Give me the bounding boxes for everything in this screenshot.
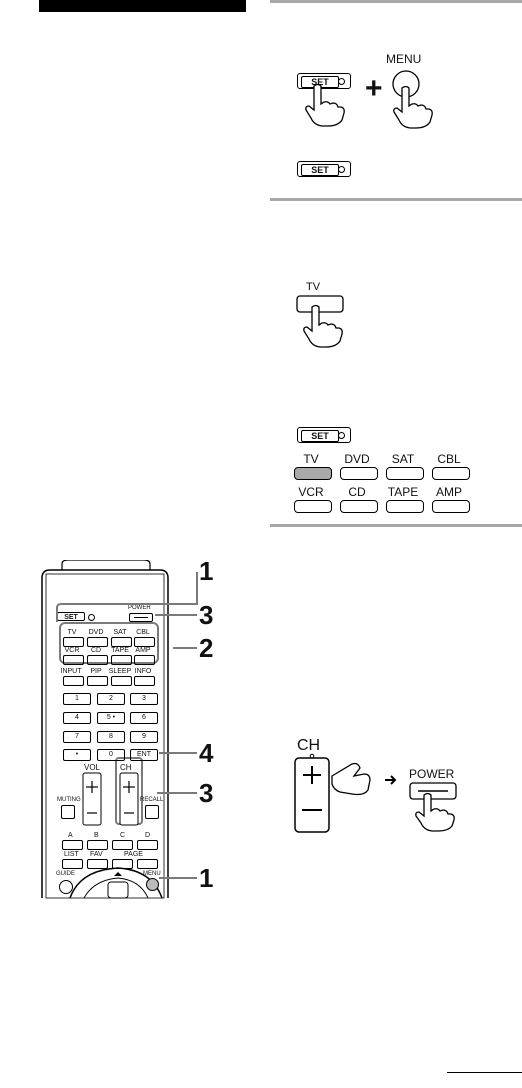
callout-number: 2 xyxy=(199,633,213,664)
pressing-hand-icon xyxy=(300,82,350,128)
divider xyxy=(270,198,522,201)
menu-button-press-icon xyxy=(386,68,436,130)
divider xyxy=(270,0,522,3)
device-label: DVD xyxy=(337,452,377,466)
amp-device-button xyxy=(432,500,470,513)
device-label: TV xyxy=(291,452,331,466)
callout-number: 1 xyxy=(199,556,213,587)
footer-rule xyxy=(447,1072,522,1073)
vcr-device-button xyxy=(294,500,332,513)
set-button-lit: SET xyxy=(297,427,351,443)
indicator-icon xyxy=(338,166,345,173)
power-label: POWER xyxy=(409,767,454,781)
tv-label: TV xyxy=(306,281,320,293)
section-tab xyxy=(39,0,246,12)
cbl-device-button xyxy=(432,467,470,480)
set-button-lit: SET xyxy=(297,161,351,177)
callout-number: 1 xyxy=(199,863,213,894)
arrow-right-icon xyxy=(383,773,401,787)
device-label: AMP xyxy=(429,485,469,499)
tv-device-button xyxy=(294,467,332,480)
callout-number: 3 xyxy=(199,778,213,809)
channel-rocker-press-icon xyxy=(290,752,380,834)
set-label: SET xyxy=(301,430,339,442)
tv-button-press-icon xyxy=(294,293,350,351)
callout-number: 3 xyxy=(199,600,213,631)
dvd-device-button xyxy=(340,467,378,480)
cd-device-button xyxy=(340,500,378,513)
divider xyxy=(270,524,522,527)
device-label: SAT xyxy=(383,452,423,466)
device-label: CBL xyxy=(429,452,469,466)
callout-number: 4 xyxy=(199,738,213,769)
sat-device-button xyxy=(386,467,424,480)
set-label: SET xyxy=(301,164,339,176)
tape-device-button xyxy=(386,500,424,513)
plus-icon: + xyxy=(365,72,383,106)
device-label: VCR xyxy=(291,485,331,499)
indicator-icon xyxy=(338,432,345,439)
device-label: TAPE xyxy=(383,485,423,499)
power-button-press-icon xyxy=(406,781,462,833)
callout-leaders xyxy=(55,560,205,890)
device-label: CD xyxy=(337,485,377,499)
menu-label: MENU xyxy=(386,52,421,66)
